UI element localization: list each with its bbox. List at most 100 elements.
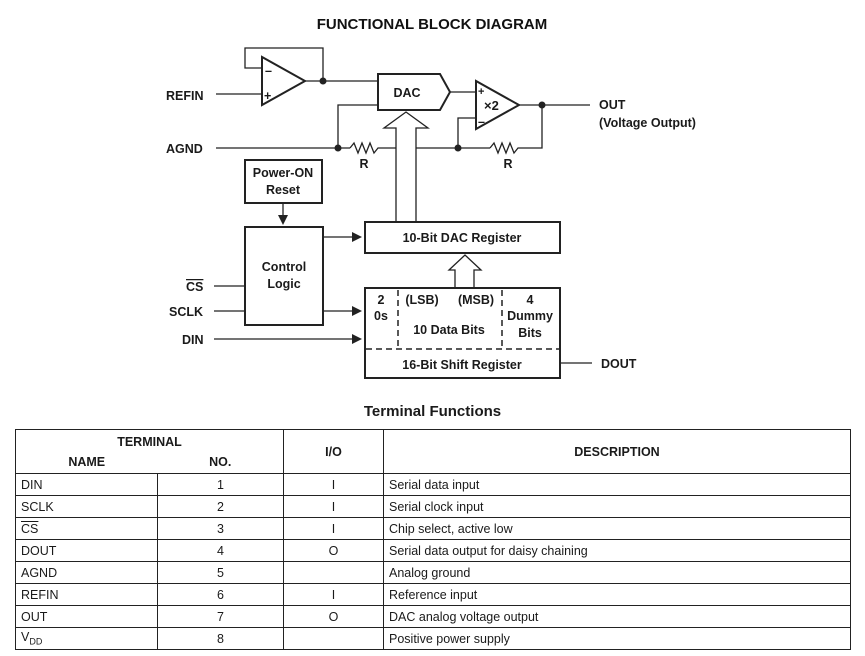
pin-dout: DOUT [601,357,637,371]
cell-io: I [283,473,384,496]
power-on-reset-block: Power-ON Reset [244,159,323,204]
svg-text:(LSB): (LSB) [405,293,438,307]
cell-name: DIN [15,473,158,496]
svg-text:(MSB): (MSB) [458,293,494,307]
functional-block-diagram: FUNCTIONAL BLOCK DIAGRAM – + REFIN DAC +… [166,16,696,379]
cell-io: I [283,495,384,518]
cell-description: Serial clock input [383,495,851,518]
junction-dot [334,144,342,152]
svg-text:–: – [478,115,485,129]
pin-sclk: SCLK [169,305,203,319]
dac-block: DAC [377,73,452,111]
svg-text:16-Bit Shift Register: 16-Bit Shift Register [402,358,522,372]
arrow-head [352,306,362,316]
cell-description: Analog ground [383,561,851,584]
header-terminal: TERMINAL [15,429,284,451]
cell-io: I [283,517,384,540]
junction-dot [454,144,462,152]
cell-io: O [283,605,384,628]
svg-text:×2: ×2 [484,98,499,113]
header-description: DESCRIPTION [383,429,851,474]
header-name: NAME [15,451,158,474]
svg-text:10 Data Bits: 10 Data Bits [413,323,485,337]
svg-text:–: – [265,64,272,78]
cell-name: CS [15,517,158,540]
resistor-2 [489,105,543,155]
pin-agnd: AGND [166,142,203,156]
diagram-title: FUNCTIONAL BLOCK DIAGRAM [317,16,548,33]
cell-no: 2 [157,495,284,518]
cell-description: Chip select, active low [383,517,851,540]
svg-text:10-Bit DAC Register: 10-Bit DAC Register [403,231,522,245]
cell-description: DAC analog voltage output [383,605,851,628]
amp-feedback-wire [457,117,476,148]
cell-description: Serial data output for daisy chaining [383,539,851,562]
cell-description: Positive power supply [383,627,851,650]
arrow-head [278,215,288,225]
cell-no: 3 [157,517,284,540]
cell-no: 4 [157,539,284,562]
cell-name: AGND [15,561,158,584]
dac-agnd-wire [337,104,378,148]
arrow-head [352,334,362,344]
arrow-head [352,232,362,242]
cell-io: O [283,539,384,562]
pin-cs: CS [186,280,203,294]
dac-register-block: 10-Bit DAC Register [364,221,561,254]
vdd-subscript: DD [29,636,43,647]
svg-text:Logic: Logic [267,277,300,291]
cell-no: 8 [157,627,284,650]
header-no: NO. [157,451,284,474]
svg-text:DAC: DAC [393,86,420,100]
svg-text:Control: Control [262,260,306,274]
cell-io: I [283,583,384,606]
cell-io [283,627,384,650]
pin-din: DIN [182,333,204,347]
svg-text:0s: 0s [374,309,388,323]
cell-description: Reference input [383,583,851,606]
junction-dot [319,77,327,85]
dac-bus-arrow [382,111,430,223]
svg-text:+: + [478,86,484,98]
svg-text:2: 2 [378,293,385,307]
svg-text:Reset: Reset [266,183,301,197]
output-amplifier: + – ×2 [475,79,522,131]
svg-text:4: 4 [527,293,534,307]
svg-text:Bits: Bits [518,326,542,340]
cell-no: 5 [157,561,284,584]
resistor-1 [349,141,396,155]
header-io: I/O [283,429,384,474]
cell-name: REFIN [15,583,158,606]
svg-text:Power-ON: Power-ON [253,166,313,180]
shift-register-block: 2 0s (LSB) (MSB) 10 Data Bits 4 Dummy Bi… [364,287,561,379]
cell-name: OUT [15,605,158,628]
pin-refin: REFIN [166,89,204,103]
svg-text:Dummy: Dummy [507,309,553,323]
register-bus-arrow [447,254,483,289]
resistor-1-label: R [359,157,368,171]
terminal-functions-title: Terminal Functions [363,403,502,420]
cell-no: 1 [157,473,284,496]
cell-no: 7 [157,605,284,628]
pin-out-note: (Voltage Output) [599,116,696,130]
cell-description: Serial data input [383,473,851,496]
svg-text:+: + [264,89,271,103]
cell-name: DOUT [15,539,158,562]
control-logic-block: Control Logic [244,226,324,326]
pin-out: OUT [599,98,626,112]
resistor-2-label: R [503,157,512,171]
cell-name: SCLK [15,495,158,518]
cell-no: 6 [157,583,284,606]
vdd-name: V [21,630,30,645]
cell-name: VDD [15,627,158,650]
buffer-feedback-wire [244,47,324,81]
